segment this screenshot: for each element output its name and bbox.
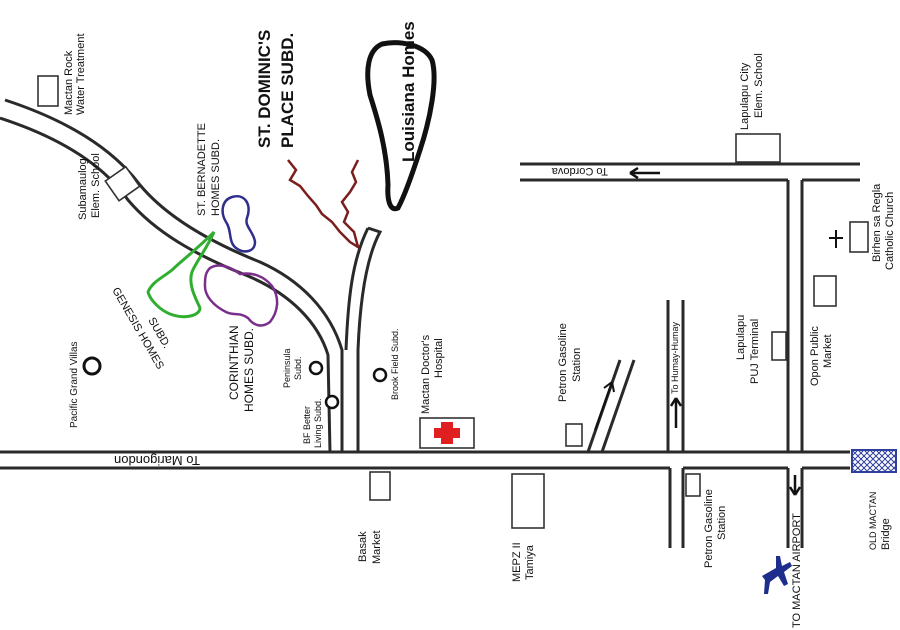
cross-icon	[829, 230, 843, 248]
lapulapu-city-label-line2: Elem. School	[753, 53, 765, 118]
mactan-rock-building	[37, 75, 59, 107]
petron-bottom-label-line1: Petron Gasoline	[703, 489, 715, 568]
birhen-church-building	[849, 221, 869, 253]
st-bernadette-label-line2: HOMES SUBD.	[210, 139, 222, 216]
opon-label-line2: Market	[822, 334, 834, 368]
corinthian-homes-label-line2: HOMES SUBD.	[242, 328, 256, 412]
subamaulog-label-line1: Subamaulog	[77, 158, 89, 220]
mepz-label-line1: MEPZ II	[511, 542, 523, 582]
mactan-doctors-label-line2: Hospital	[433, 338, 445, 378]
st-dominics-boundary	[287, 159, 361, 250]
st-bernadette-boundary	[221, 194, 257, 253]
basak-label-line2: Market	[371, 530, 383, 564]
petron-bottom-label-line2: Station	[716, 506, 728, 540]
petron-bottom-building	[685, 473, 701, 497]
bf-better-label-line1: BF Better	[302, 406, 312, 444]
louisiana-homes-outline	[365, 40, 437, 212]
st-dominics-label-line2: PLACE SUBD.	[278, 33, 297, 148]
road-to-louisiana-east	[356, 226, 383, 452]
to-humay-label: To Humay-Humay	[670, 321, 680, 394]
bf-better-label-line2: Living Subd.	[313, 398, 323, 448]
st-dominics-label-line1: ST. DOMINIC'S	[255, 30, 274, 148]
subamaulog-school-building	[104, 165, 141, 202]
lapulapu-city-school-building	[735, 133, 781, 163]
road-network	[0, 98, 860, 548]
st-bernadette-label-line1: ST. BERNADETTE	[196, 123, 208, 216]
subamaulog-label-line2: Elem. School	[90, 153, 102, 218]
brook-field-marker	[372, 367, 388, 383]
pacific-grand-villas-marker	[82, 356, 102, 376]
lapulapu-puj-label-line1: Lapulapu	[735, 315, 747, 360]
bridge-hatch-icon	[851, 449, 897, 473]
basak-market-building	[369, 471, 391, 501]
mepz-tamiya-building	[511, 473, 545, 529]
louisiana-homes-label: Louisiana Homes	[399, 21, 418, 162]
petron-top-building	[565, 423, 583, 447]
road-to-louisiana-west	[344, 227, 370, 351]
arrow-to-cordova	[629, 166, 660, 180]
mactan-rock-label-line2: Water Treatment	[75, 33, 87, 115]
birhen-label-line2: Catholic Church	[884, 192, 896, 270]
opon-market-building	[813, 275, 837, 307]
lapulapu-city-label-line1: Lapulapu City	[739, 62, 751, 130]
mepz-label-line2: Tamiya	[524, 544, 536, 580]
peninsula-label-line1: Peninsula	[282, 348, 292, 388]
airplane-icon	[762, 556, 792, 594]
to-marigondon-label: To Marigondon	[114, 453, 200, 468]
road-diagonal-north	[4, 98, 344, 452]
bridge-label-line1: OLD MACTAN	[868, 492, 878, 550]
arrow-to-airport	[788, 475, 802, 496]
peninsula-subd-marker	[308, 360, 324, 376]
basak-label-line1: Basak	[357, 531, 369, 562]
road-diagonal-petron-b	[600, 359, 636, 453]
bridge-label-line2: Bridge	[880, 518, 892, 550]
mactan-doctors-label-line1: Mactan Doctor's	[420, 334, 432, 414]
corinthian-homes-label-line1: CORINTHIAN	[227, 325, 241, 400]
to-airport-label: TO MACTAN AIRPORT	[791, 513, 803, 628]
arrow-petron-diagonal	[594, 381, 615, 431]
lapulapu-puj-terminal-building	[771, 331, 787, 361]
birhen-label-line1: Birhen sa Regla	[871, 183, 883, 262]
road-diagonal-south	[0, 116, 332, 453]
mactan-rock-label-line1: Mactan Rock	[63, 50, 75, 115]
bf-better-living-marker	[324, 394, 340, 410]
pacific-grand-villas-label: Pacific Grand Villas	[69, 341, 80, 428]
corinthian-homes-boundary	[203, 264, 279, 327]
brook-field-label: Brook Field Subd.	[390, 328, 400, 400]
genesis-homes-boundary	[146, 230, 216, 319]
direction-arrows	[594, 166, 802, 496]
peninsula-label-line2: Subd.	[293, 356, 303, 380]
red-cross-icon	[434, 422, 460, 444]
opon-label-line1: Opon Public	[809, 326, 821, 386]
lapulapu-puj-label-line2: PUJ Terminal	[749, 319, 761, 384]
to-cordova-label: To Cordova	[551, 165, 608, 177]
petron-top-label-line1: Petron Gasoline	[557, 323, 569, 402]
arrow-to-humay	[669, 397, 683, 428]
petron-top-label-line2: Station	[571, 348, 583, 382]
